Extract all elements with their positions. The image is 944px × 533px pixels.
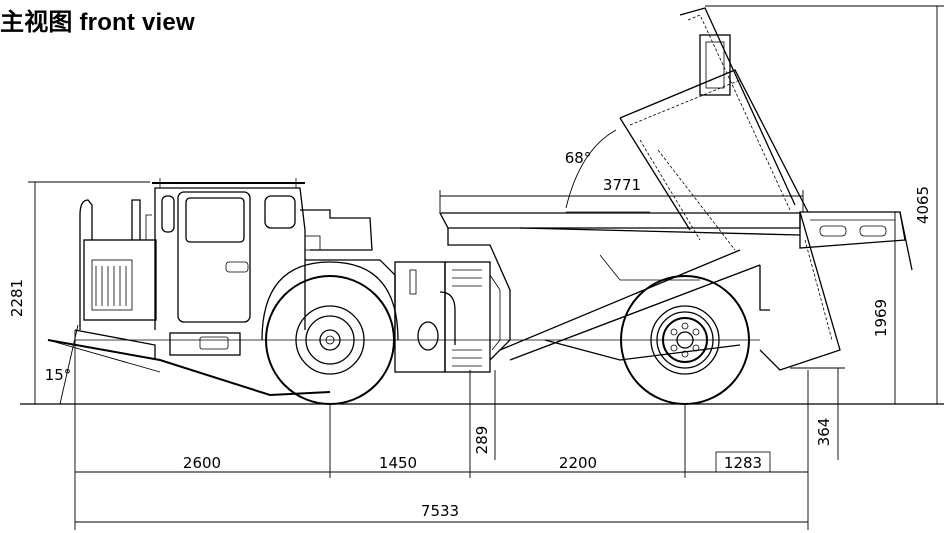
dim-tip-angle: 68° [565,149,592,167]
dim-front-overhang: 2600 [183,454,221,472]
dim-wheelbase-front: 1450 [379,454,417,472]
dimension-lines [28,5,944,530]
rear-frame [438,211,913,361]
dim-box-rear-height: 1969 [872,299,890,337]
dim-overall-length: 7533 [421,502,459,520]
front-body [47,178,501,397]
dim-overall-height: 2281 [8,279,26,317]
dim-box-length: 3771 [603,176,641,194]
dim-wheelbase-rear: 2200 [559,454,597,472]
dim-rear-overhang: 1283 [724,454,762,472]
dim-tipped-height: 4065 [914,186,932,224]
drawing-title: 主视图 front view [0,9,195,36]
dim-box-ground-clearance: 364 [815,418,833,447]
dim-ground-clearance: 289 [473,426,491,455]
front-wheel [261,261,399,405]
dim-departure-angle: 15° [45,366,72,384]
tipped-dump-box [619,7,841,371]
